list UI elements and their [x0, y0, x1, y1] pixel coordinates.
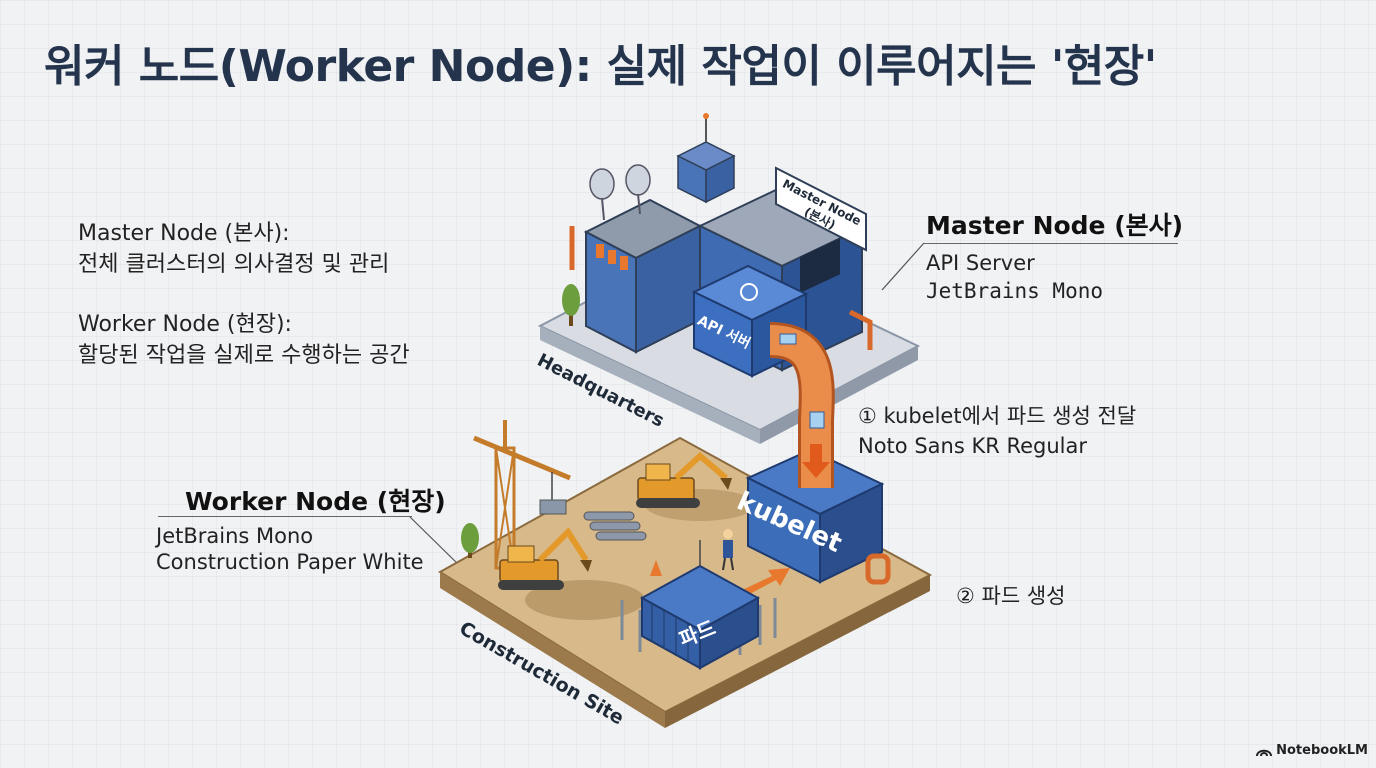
excavator-right	[636, 452, 732, 508]
notebooklm-logo-icon	[1256, 749, 1273, 756]
step-1: ① kubelet에서 파드 생성 전달 Noto Sans KR Regula…	[858, 401, 1136, 461]
satellite-dish-icon	[589, 164, 651, 221]
hq-tree-icon	[562, 284, 580, 326]
pipe-stack	[583, 511, 647, 541]
traffic-cone-icon	[650, 560, 662, 576]
tower-crane	[473, 420, 571, 570]
worker-description-heading: Worker Node (현장):	[78, 312, 292, 337]
page-title: 워커 노드(Worker Node): 실제 작업이 이루어지는 '현장'	[44, 41, 1157, 92]
gear-icon	[740, 283, 758, 301]
master-callout-underline	[924, 243, 1178, 244]
worker-callout-leader	[409, 516, 463, 569]
brand-label: NotebookLM	[1276, 743, 1368, 758]
master-description: Master Node (본사): 전체 클러스터의 의사결정 및 관리	[78, 218, 389, 280]
master-description-text: 전체 클러스터의 의사결정 및 관리	[78, 252, 390, 277]
step-1-title: ① kubelet에서 파드 생성 전달	[858, 404, 1137, 428]
worker-description: Worker Node (현장): 할당된 작업을 실제로 수행하는 공간	[78, 309, 410, 371]
master-callout-line1: API Server	[926, 251, 1035, 275]
worker-callout-title: Worker Node (현장)	[185, 487, 446, 516]
master-callout-leader	[881, 242, 925, 291]
master-description-heading: Master Node (본사):	[78, 221, 290, 246]
worker-callout-underline	[158, 516, 412, 517]
kubelet-box: kubelet	[732, 448, 891, 585]
worker-description-text: 할당된 작업을 실제로 수행하는 공간	[78, 343, 410, 368]
worker-callout-line1: JetBrains Mono	[156, 524, 314, 548]
step-1-subtitle: Noto Sans KR Regular	[858, 434, 1088, 458]
api-server-cube: API 서버	[691, 264, 809, 378]
notebooklm-brand: NotebookLM	[1256, 743, 1368, 758]
step-2: ② 파드 생성	[956, 584, 1066, 608]
master-callout-line2: JetBrains Mono	[926, 279, 1104, 303]
master-callout-title: Master Node (본사)	[926, 211, 1184, 240]
tree-icon	[461, 523, 479, 558]
worker-figure	[722, 529, 734, 571]
down-arrow-icon	[802, 444, 830, 478]
hq-pipes	[569, 226, 873, 350]
excavator-left	[498, 527, 592, 590]
direction-arrow-icon	[742, 568, 790, 596]
pod-container: 파드	[639, 540, 761, 670]
api-to-kubelet-pipe	[768, 322, 835, 488]
worker-callout-line2: Construction Paper White	[156, 550, 424, 574]
